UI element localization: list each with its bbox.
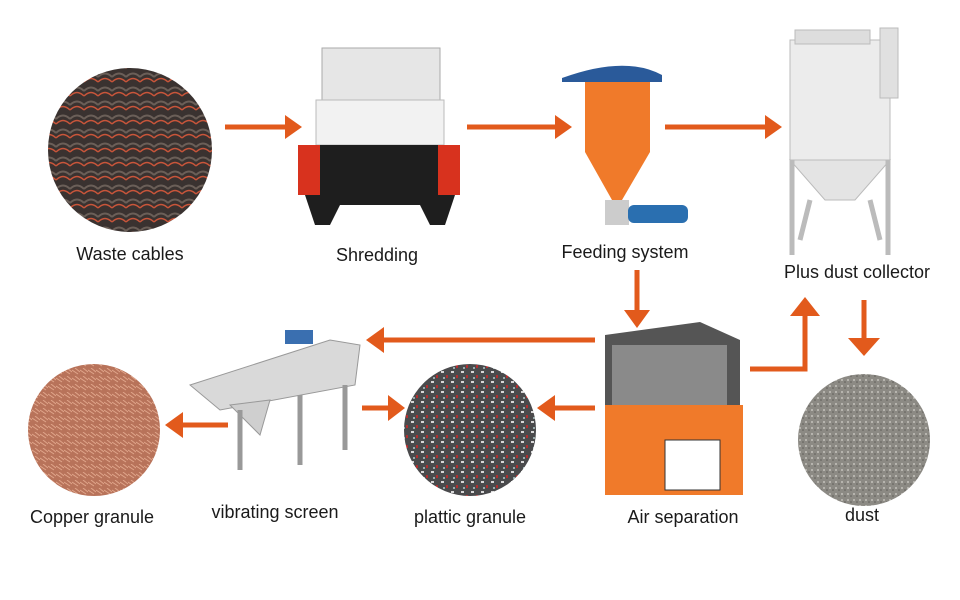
- label-air-separation: Air separation: [627, 507, 738, 527]
- arrow-heads: [165, 115, 880, 438]
- label-waste-cables: Waste cables: [76, 244, 183, 264]
- flow-arrows: [180, 124, 867, 428]
- cyclone-feeder-icon: [562, 65, 688, 225]
- label-shredding: Shredding: [336, 245, 418, 265]
- dust-image: [798, 374, 930, 506]
- label-dust: dust: [845, 505, 879, 525]
- shredder-machine-icon: [298, 47, 460, 225]
- waste-cables-image: [48, 68, 212, 232]
- label-copper-granule: Copper granule: [30, 507, 154, 527]
- vibrating-screen-icon: [188, 330, 361, 470]
- air-separator-icon: [605, 322, 743, 495]
- label-dust-collector: Plus dust collector: [784, 262, 930, 282]
- arrow-icon: [750, 312, 808, 372]
- label-plastic-granule: plattic granule: [414, 507, 526, 527]
- label-vibrating-screen: vibrating screen: [211, 502, 338, 522]
- dust-collector-icon: [788, 27, 899, 255]
- label-feeding-system: Feeding system: [561, 242, 688, 262]
- plastic-granule-image: [404, 364, 536, 496]
- copper-granule-image: [28, 364, 160, 496]
